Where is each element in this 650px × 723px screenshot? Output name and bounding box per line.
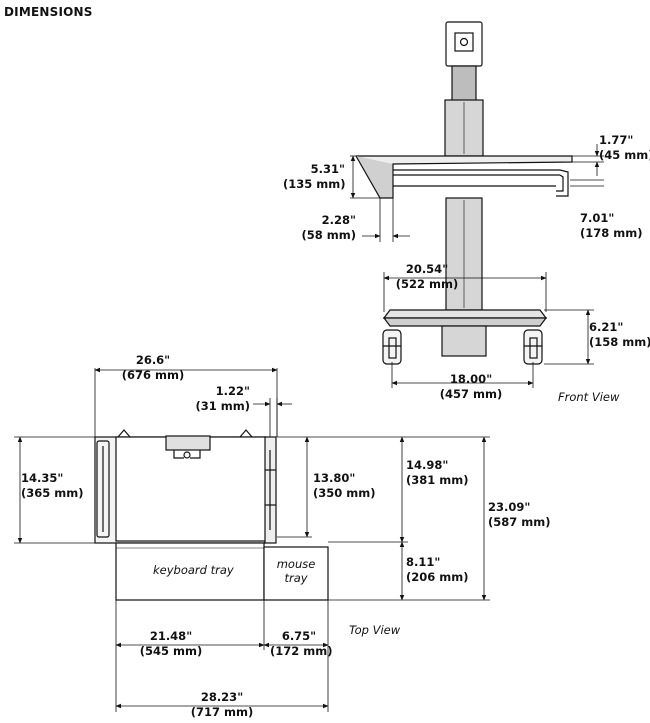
dim-worksurface-depth: 5.31"(135 mm) <box>283 162 346 191</box>
front-view-dimension-lines <box>350 144 604 388</box>
dim-tray-drop: 7.01"(178 mm) <box>580 211 643 240</box>
keyboard-tray-label: keyboard tray <box>153 563 234 577</box>
dim-inner-depth: 13.80"(350 mm) <box>313 471 376 500</box>
dim-surface-depth: 14.98"(381 mm) <box>406 458 469 487</box>
top-view-dimension-lines <box>14 367 490 712</box>
dim-tray-total-width: 28.23"(717 mm) <box>190 690 254 719</box>
front-view-caption: Front View <box>558 390 620 404</box>
dim-overall-width: 26.6"(676 mm) <box>121 353 185 382</box>
dim-rail-width: 1.22"(31 mm) <box>195 384 251 413</box>
dim-keyboard-width: 21.48"(545 mm) <box>139 629 203 658</box>
dim-base-upper-width: 20.54"(522 mm) <box>395 262 459 291</box>
front-view-cart <box>355 21 573 365</box>
page-title: DIMENSIONS <box>4 5 93 19</box>
dim-mouse-width: 6.75"(172 mm) <box>270 629 333 658</box>
dim-bracket-offset: 2.28"(58 mm) <box>301 213 357 242</box>
dim-tray-thickness: 1.77"(45 mm) <box>599 133 650 162</box>
dim-base-width: 18.00"(457 mm) <box>439 372 503 401</box>
dim-overall-depth: 23.09"(587 mm) <box>488 500 551 529</box>
dim-base-height: 6.21"(158 mm) <box>589 320 650 349</box>
top-view-cart <box>94 429 329 601</box>
dim-tray-depth: 8.11"(206 mm) <box>406 555 469 584</box>
dim-upper-depth: 14.35"(365 mm) <box>21 471 84 500</box>
top-view-caption: Top View <box>349 623 401 637</box>
